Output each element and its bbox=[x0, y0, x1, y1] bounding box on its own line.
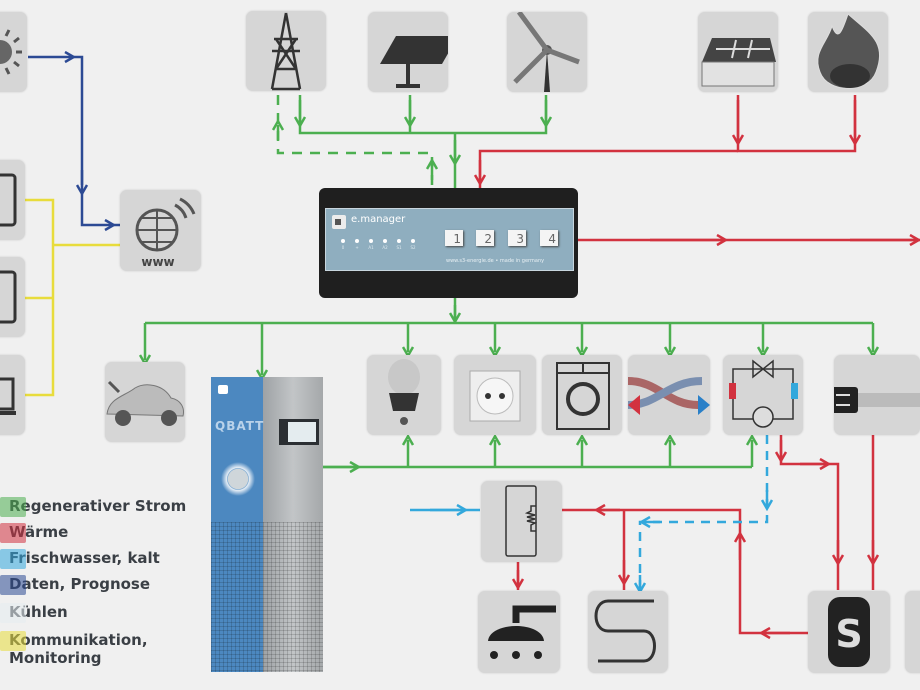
shower-tile[interactable] bbox=[478, 591, 560, 673]
fire-icon bbox=[817, 13, 881, 89]
data-lines bbox=[28, 50, 120, 232]
extra-tile[interactable] bbox=[905, 591, 920, 673]
heating-rod-icon bbox=[834, 387, 920, 413]
tablet-icon bbox=[0, 270, 17, 324]
heater-tile[interactable] bbox=[834, 355, 920, 435]
legend-swatch bbox=[0, 497, 26, 517]
led-indicator bbox=[383, 239, 387, 243]
tablet-tile[interactable] bbox=[0, 257, 25, 337]
fresh-water-lines bbox=[410, 435, 774, 595]
emanager-title: e.manager bbox=[351, 214, 406, 225]
internet-tile[interactable]: www bbox=[120, 190, 201, 271]
battery-front-panel bbox=[211, 377, 263, 672]
emanager-footer: www.s3-energie.de • made in germany bbox=[446, 258, 545, 264]
led-indicator bbox=[397, 239, 401, 243]
led-indicator bbox=[355, 239, 359, 243]
storage-tank-icon: S bbox=[828, 597, 870, 667]
battery-logo-icon bbox=[218, 385, 228, 394]
grid-tile[interactable] bbox=[246, 11, 326, 91]
legend-item: Kommunikation, Monitoring bbox=[0, 631, 159, 667]
wind-turbine-icon bbox=[513, 12, 580, 92]
heatpump-tile[interactable] bbox=[723, 355, 803, 435]
laptop-tile[interactable] bbox=[0, 355, 25, 435]
electric-car-icon bbox=[106, 380, 184, 426]
weather-tile[interactable] bbox=[0, 12, 27, 92]
emanager-button-1[interactable]: 1 bbox=[445, 230, 463, 246]
radiator-icon bbox=[594, 599, 656, 663]
emanager-button-2[interactable]: 2 bbox=[476, 230, 494, 246]
emanager-logo-icon bbox=[332, 215, 346, 229]
pv-tile[interactable] bbox=[368, 12, 448, 92]
heat-exchanger-icon bbox=[628, 377, 710, 415]
wind-tile[interactable] bbox=[507, 12, 587, 92]
led-label: + bbox=[355, 245, 359, 250]
legend-item: Kühlen bbox=[0, 603, 210, 623]
washing-machine-icon bbox=[556, 362, 610, 430]
power-socket-icon bbox=[469, 370, 521, 422]
led-label: S2 bbox=[410, 245, 416, 250]
socket-tile[interactable] bbox=[454, 355, 536, 435]
light-bulb-icon bbox=[388, 359, 420, 425]
fire-tile[interactable] bbox=[808, 12, 888, 92]
legend-label: Kommunikation, Monitoring bbox=[9, 631, 148, 667]
boiler-tile[interactable] bbox=[481, 481, 562, 562]
led-indicator bbox=[341, 239, 345, 243]
storage-tile[interactable]: S bbox=[808, 591, 890, 673]
led-label: 0 bbox=[341, 245, 345, 250]
legend-swatch bbox=[0, 523, 26, 543]
water-heater-icon bbox=[505, 485, 538, 557]
led-indicator bbox=[369, 239, 373, 243]
led-label: A1 bbox=[368, 245, 374, 250]
battery-vent-grid bbox=[211, 522, 323, 672]
exchanger-tile[interactable] bbox=[628, 355, 710, 435]
legend-label: Regenerativer Strom bbox=[9, 497, 187, 515]
power-pylon-icon bbox=[270, 12, 302, 91]
renewable-power-lines bbox=[138, 95, 880, 474]
storage-label: S bbox=[835, 612, 862, 656]
emanager-button-3[interactable]: 3 bbox=[508, 230, 526, 246]
emanager-device[interactable]: e.manager 0 + A1 A2 S1 S2 1 2 3 4 www.s3… bbox=[319, 188, 578, 298]
led-label: A2 bbox=[382, 245, 388, 250]
legend-item: Frischwasser, kalt bbox=[0, 549, 210, 569]
led-label: S1 bbox=[396, 245, 402, 250]
laptop-icon bbox=[0, 377, 16, 415]
legend-swatch bbox=[0, 631, 26, 651]
solarthermie-tile[interactable] bbox=[698, 12, 778, 92]
legend-label: Frischwasser, kalt bbox=[9, 549, 160, 567]
legend-swatch bbox=[0, 549, 26, 569]
sun-icon bbox=[0, 29, 22, 75]
communication-lines bbox=[25, 198, 120, 397]
lamp-tile[interactable] bbox=[367, 355, 441, 435]
battery-storage[interactable]: QBATT bbox=[211, 377, 323, 672]
legend-item: Regenerativer Strom bbox=[0, 497, 210, 517]
emanager-button-4[interactable]: 4 bbox=[540, 230, 558, 246]
globe-icon: www bbox=[135, 197, 196, 269]
washer-tile[interactable] bbox=[542, 355, 622, 435]
solar-roof-icon bbox=[701, 38, 776, 87]
led-indicator bbox=[411, 239, 415, 243]
battery-name: QBATT bbox=[215, 419, 265, 433]
www-label: www bbox=[141, 255, 174, 269]
smartphone-tile[interactable] bbox=[0, 160, 25, 240]
heat-pump-icon bbox=[729, 359, 798, 428]
ecar-tile[interactable] bbox=[105, 362, 185, 442]
emanager-panel: e.manager 0 + A1 A2 S1 S2 1 2 3 4 www.s3… bbox=[325, 208, 574, 271]
legend-item: Daten, Prognose bbox=[0, 575, 210, 595]
solar-panel-icon bbox=[380, 36, 448, 88]
legend-label: Daten, Prognose bbox=[9, 575, 151, 593]
legend: Regenerativer Strom Wärme Frischwasser, … bbox=[0, 497, 210, 667]
smartphone-icon bbox=[0, 173, 17, 227]
legend-swatch bbox=[0, 575, 26, 595]
shower-icon bbox=[488, 605, 556, 659]
battery-sun-icon bbox=[218, 459, 258, 499]
battery-display[interactable] bbox=[279, 419, 319, 445]
legend-item: Wärme bbox=[0, 523, 210, 543]
radiator-tile[interactable] bbox=[588, 591, 668, 673]
legend-swatch bbox=[0, 603, 26, 623]
heat-lines bbox=[473, 95, 920, 640]
